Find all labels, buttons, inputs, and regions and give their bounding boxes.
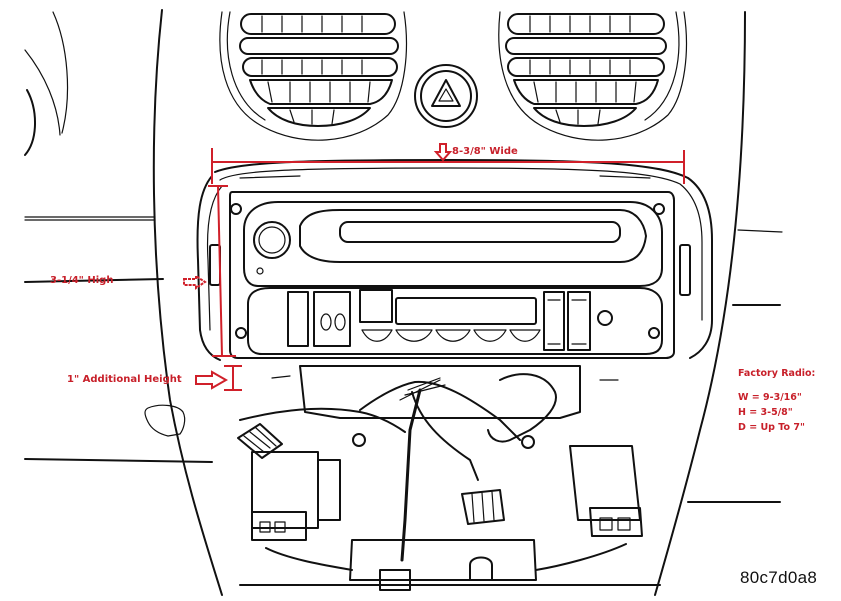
- factory-radio-title: Factory Radio:: [738, 368, 816, 379]
- factory-radio-depth: D = Up To 7": [738, 422, 805, 433]
- figure-code: 80c7d0a8: [740, 568, 818, 587]
- arrow-right-icon: [195, 370, 229, 390]
- dimension-additional-height: [195, 365, 242, 391]
- radio-face: [243, 201, 663, 355]
- console-outline: [152, 9, 746, 596]
- arrow-down-icon: [433, 143, 453, 162]
- left-dash-curves: [24, 11, 69, 156]
- additional-height-label: 1" Additional Height: [67, 374, 182, 385]
- dimension-width: [211, 143, 685, 184]
- factory-radio-specs: Factory Radio: W = 9-3/16" H = 3-5/8" D …: [738, 366, 815, 435]
- hazard-button: [414, 64, 478, 128]
- access-cover: [144, 404, 186, 437]
- dimension-height: [183, 185, 236, 357]
- factory-radio-width: W = 9-3/16": [738, 392, 802, 403]
- wiring-pocket: [237, 365, 661, 591]
- arrow-right-icon: [183, 274, 207, 290]
- width-label: 8-3/8" Wide: [452, 146, 518, 157]
- right-air-vent: [498, 11, 688, 141]
- height-label: 3-1/4" High: [50, 275, 114, 286]
- volume-knob: [253, 221, 291, 259]
- dash-panel-lines: [24, 216, 783, 503]
- hazard-warning-triangle-icon: [431, 79, 461, 107]
- left-air-vent: [219, 11, 408, 141]
- factory-radio-height: H = 3-5/8": [738, 407, 793, 418]
